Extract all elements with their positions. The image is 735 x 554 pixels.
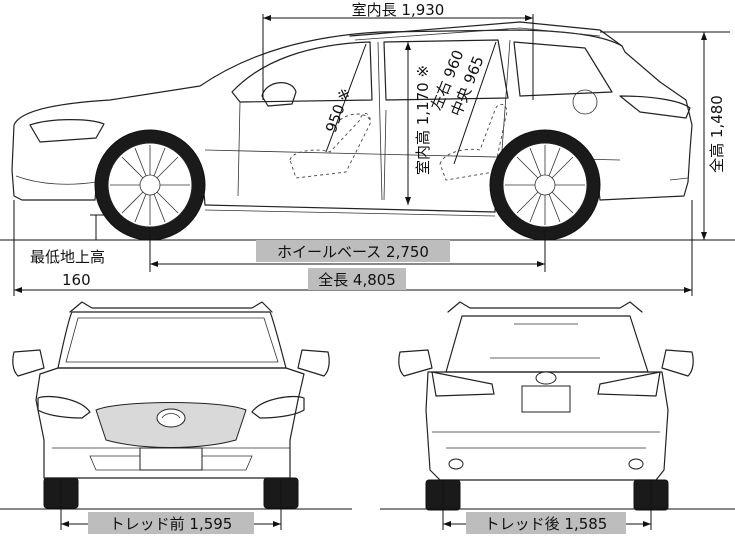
- tread-front-label: トレッド前 1,595: [110, 515, 233, 533]
- rear-view: トレッド後 1,585: [380, 301, 735, 534]
- headroom-dimension: 950 ※: [322, 43, 367, 153]
- ground-clearance-dimension: 最低地上高 160: [30, 214, 105, 289]
- tread-rear-label: トレッド後 1,585: [485, 515, 608, 533]
- tread-rear-dimension: トレッド後 1,585: [442, 480, 652, 534]
- overall-length-dimension: 全長 4,805: [13, 200, 693, 296]
- headroom-label: 950 ※: [322, 86, 355, 135]
- interior-width-dimension: 左右 960 中央 965: [427, 41, 497, 165]
- side-view: 室内長 1,930 950 ※ 室内高 1,170 ※ 左右 960 中央 96…: [0, 1, 735, 296]
- tread-front-dimension: トレッド前 1,595: [60, 480, 282, 534]
- wheelbase-label: ホイールベース 2,750: [277, 243, 429, 261]
- overall-height-label: 全高 1,480: [708, 95, 726, 173]
- ground-clearance-value: 160: [62, 271, 91, 289]
- ground-clearance-label: 最低地上高: [30, 248, 105, 266]
- front-wheel: [94, 129, 206, 241]
- wheelbase-dimension: ホイールベース 2,750: [149, 230, 546, 272]
- front-view: トレッド前 1,595: [0, 301, 352, 534]
- interior-height-dimension: 室内高 1,170 ※: [405, 42, 432, 205]
- overall-height-dimension: 全高 1,480: [600, 31, 730, 240]
- side-windows: [231, 41, 373, 103]
- interior-height-label: 室内高 1,170 ※: [414, 65, 432, 175]
- rear-wheel: [489, 129, 601, 241]
- overall-length-label: 全長 4,805: [318, 271, 396, 289]
- interior-length-dimension: 室内長 1,930: [262, 1, 534, 100]
- interior-length-label: 室内長 1,930: [352, 1, 445, 19]
